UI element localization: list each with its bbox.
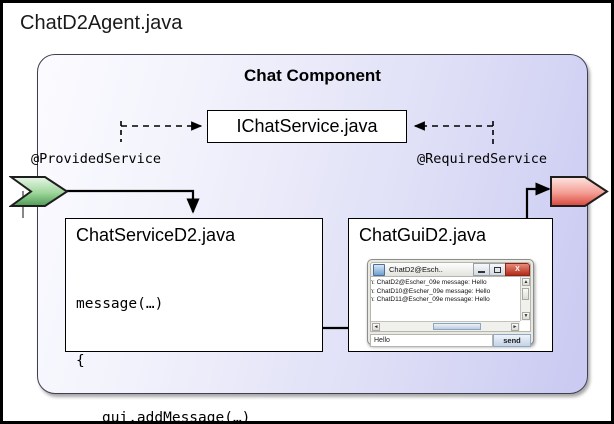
window-controls: X xyxy=(473,263,530,276)
class-box-chatgui[interactable]: ChatGuiD2.java ChatD2@Esch.. X om: ChatD… xyxy=(348,218,553,352)
send-button[interactable]: send xyxy=(493,334,531,347)
chat-window[interactable]: ChatD2@Esch.. X om: ChatD2@Escher_09e me… xyxy=(367,259,534,347)
chat-message: om: ChatD11@Escher_09e message: Hello xyxy=(370,296,490,303)
required-service-port-icon[interactable] xyxy=(549,175,611,208)
vertical-scroll-thumb[interactable] xyxy=(522,288,529,300)
vertical-scrollbar[interactable]: ▲ ▼ xyxy=(520,277,530,321)
scroll-right-icon[interactable]: ► xyxy=(511,323,519,331)
chat-message-list: om: ChatD2@Escher_09e message: Hello om:… xyxy=(370,279,519,305)
chat-input-row: Hello send xyxy=(370,334,531,347)
class-box-chatservice[interactable]: ChatServiceD2.java message(…) { gui.addM… xyxy=(65,218,323,421)
code-line-3: gui.addMessage(…) xyxy=(102,410,251,424)
provided-service-port-icon[interactable] xyxy=(9,175,71,208)
component-title: Chat Component xyxy=(244,66,381,85)
interface-box-label: IChatService.java xyxy=(236,116,378,136)
minimize-icon[interactable] xyxy=(473,263,490,276)
close-icon[interactable]: X xyxy=(505,263,530,276)
horizontal-scroll-thumb[interactable] xyxy=(433,323,481,330)
java-cup-icon xyxy=(373,263,385,276)
code-block-chatservice: message(…) { gui.addMessage(…) } xyxy=(76,257,251,424)
chat-window-titlebar[interactable]: ChatD2@Esch.. X xyxy=(370,262,531,277)
class-title-chatgui: ChatGuiD2.java xyxy=(359,225,487,245)
scroll-left-icon[interactable]: ◄ xyxy=(372,323,380,331)
code-line-2: { xyxy=(76,353,85,369)
chat-message: om: ChatD2@Escher_09e message: Hello xyxy=(370,279,487,286)
maximize-icon[interactable] xyxy=(489,263,506,276)
class-title-chatservice: ChatServiceD2.java xyxy=(76,225,236,245)
chat-message: om: ChatD10@Escher_09e message: Hello xyxy=(370,287,491,295)
agent-title: ChatD2Agent.java xyxy=(20,12,183,34)
message-input[interactable]: Hello xyxy=(370,334,493,347)
annotation-required-service: @RequiredService xyxy=(417,151,548,167)
annotation-provided-service: @ProvidedService xyxy=(31,151,162,167)
scroll-up-icon[interactable]: ▲ xyxy=(522,278,530,286)
code-line-1: message(…) xyxy=(76,296,164,312)
chat-message-area[interactable]: om: ChatD2@Escher_09e message: Hello om:… xyxy=(370,277,531,332)
scroll-down-icon[interactable]: ▼ xyxy=(522,312,530,320)
chat-window-title: ChatD2@Esch.. xyxy=(389,265,443,274)
horizontal-scrollbar[interactable]: ◄ ► xyxy=(371,321,520,331)
interface-box-ichatservice[interactable]: IChatService.java xyxy=(207,110,407,143)
